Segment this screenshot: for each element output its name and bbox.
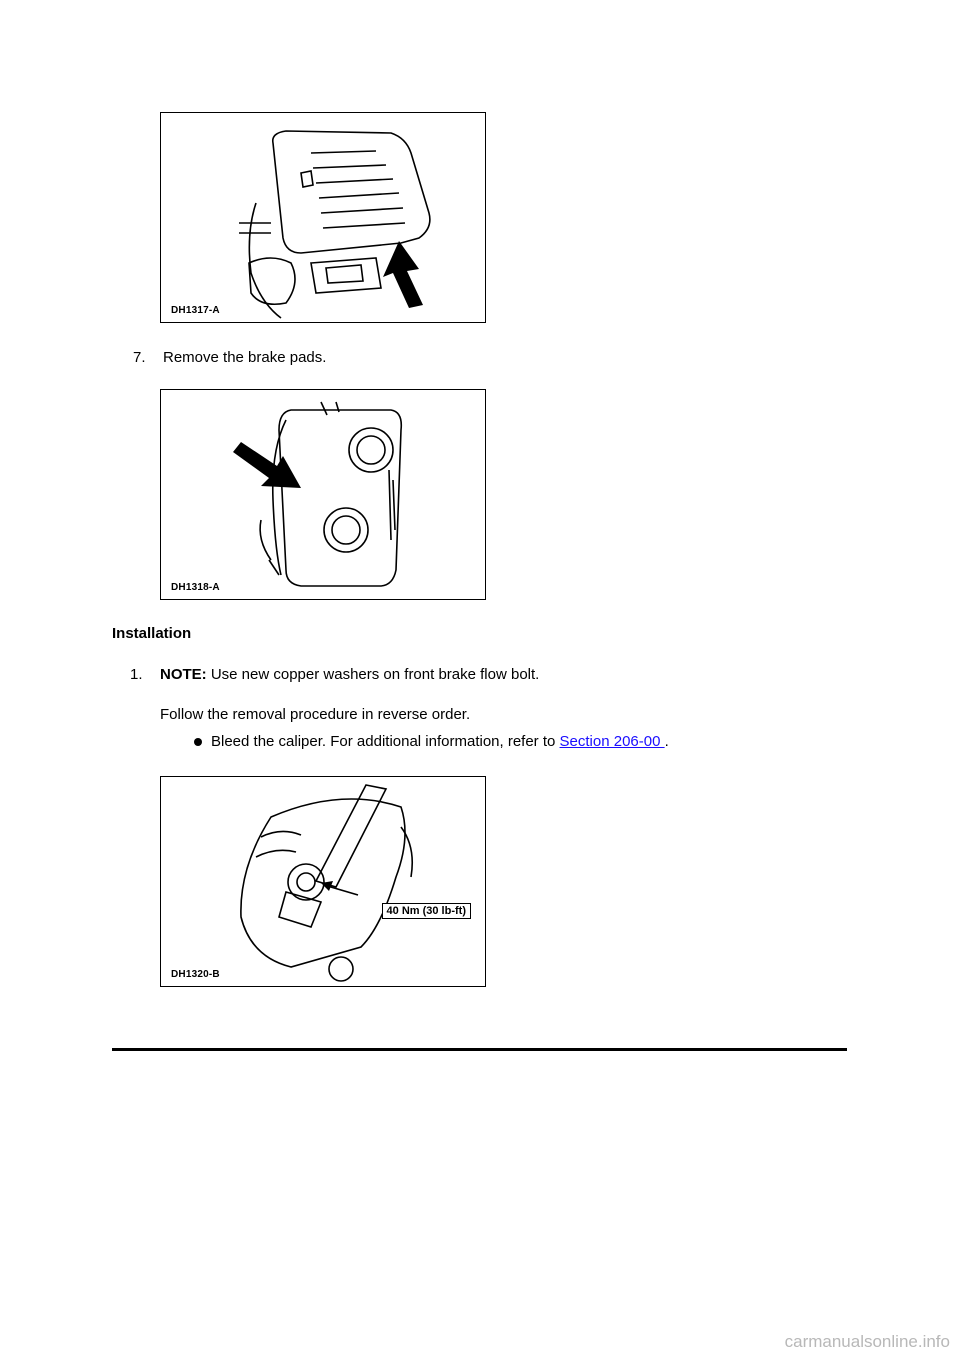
figure-caliper-removal: DH1317-A [160,112,486,323]
bullet-icon [194,738,202,746]
step-body: Follow the removal procedure in reverse … [160,706,471,723]
figure-flow-bolt: 40 Nm (30 lb-ft) DH1320-B [160,776,486,987]
figure-brake-pads: DH1318-A [160,389,486,600]
figure-label: DH1317-A [171,305,220,316]
step-number: 7. [133,349,146,366]
bullet-item: Bleed the caliper. For additional inform… [211,733,669,751]
step-number: 1. [130,666,143,683]
flow-bolt-illustration [240,784,414,982]
bullet-end: . [664,733,669,750]
step-text: Remove the brake pads. [163,349,327,366]
note-text: Use new copper washers on front brake fl… [206,666,540,683]
figure-label: DH1320-B [171,969,220,980]
section-heading-installation: Installation [112,625,192,642]
section-206-00-link[interactable]: Section 206-00 [559,733,665,750]
bullet-text: Bleed the caliper. For additional inform… [211,733,560,750]
caliper-illustration [239,130,431,319]
figure-label: DH1318-A [171,582,220,593]
watermark: carmanualsonline.info [784,1332,950,1351]
brake-pads-illustration [233,401,403,587]
torque-callout: 40 Nm (30 lb-ft) [381,903,471,919]
section-divider [112,1048,847,1051]
note-label: NOTE: [160,666,207,683]
note-line: NOTE: Use new copper washers on front br… [160,666,539,684]
